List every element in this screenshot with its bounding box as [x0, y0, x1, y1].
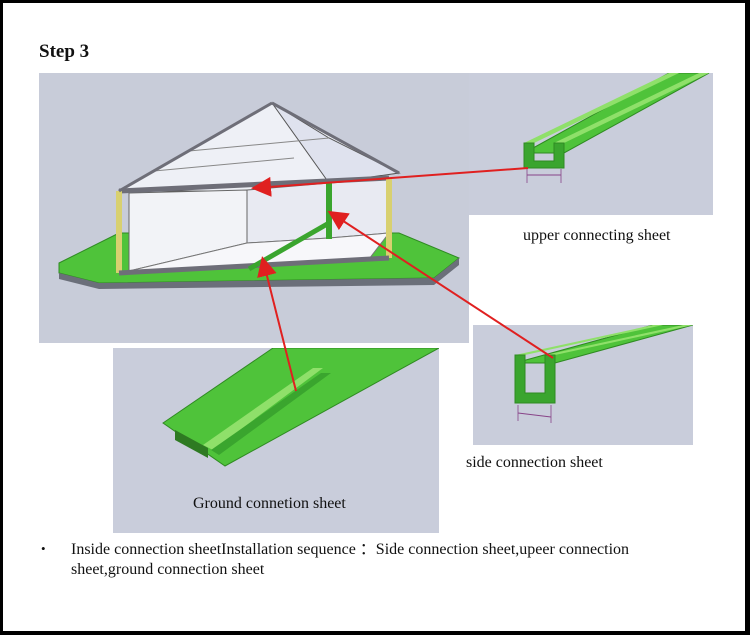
upper-sheet-caption: upper connecting sheet	[523, 227, 671, 244]
upper-sheet-illustration	[523, 73, 710, 183]
upper-sheet-panel	[469, 73, 713, 215]
side-sheet-arrow	[327, 210, 554, 359]
ground-sheet-arrow	[257, 256, 297, 392]
ground-sheet-illustration	[162, 348, 439, 467]
side-sheet-panel	[473, 325, 693, 445]
installation-note: Inside connection sheetInstallation sequ…	[71, 541, 630, 578]
upper-sheet-arrow	[251, 167, 529, 197]
side-sheet-caption: side connection sheet	[466, 454, 603, 471]
side-sheet-illustration	[514, 325, 693, 423]
note-bullet: •	[41, 541, 46, 556]
ground-sheet-panel	[113, 348, 439, 533]
arrow-overlay	[251, 167, 554, 392]
step-title: Step 3	[39, 41, 90, 62]
slide: Step 3	[3, 3, 745, 631]
ground-sheet-caption: Ground connetion sheet	[193, 495, 346, 512]
